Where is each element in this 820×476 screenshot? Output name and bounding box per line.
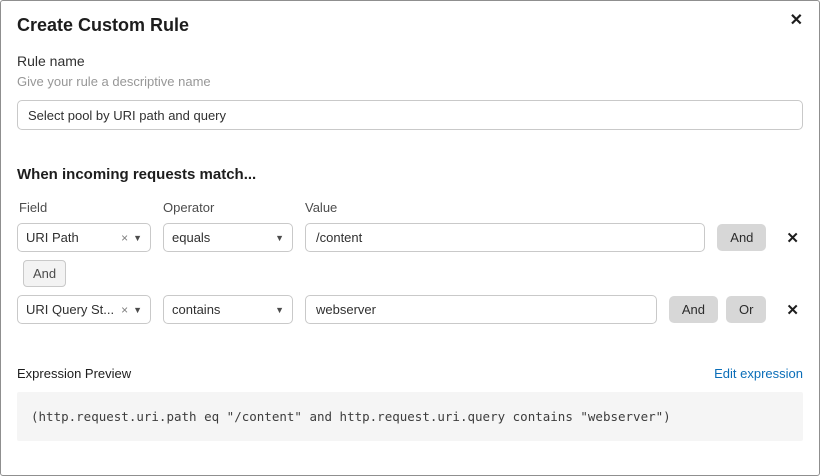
rule-name-hint: Give your rule a descriptive name xyxy=(17,74,211,89)
expression-section: Expression Preview Edit expression (http… xyxy=(17,366,803,441)
column-headers: Field Operator Value xyxy=(17,200,803,215)
operator-select-2[interactable]: contains ▼ xyxy=(163,295,293,324)
expression-preview-code: (http.request.uri.path eq "/content" and… xyxy=(17,392,803,441)
close-icon[interactable]: ✕ xyxy=(786,9,807,33)
match-section: When incoming requests match... Field Op… xyxy=(17,166,803,324)
match-heading: When incoming requests match... xyxy=(17,166,257,183)
clear-icon[interactable]: × xyxy=(121,230,129,245)
field-select-2[interactable]: URI Query St... × ▼ xyxy=(17,295,151,324)
expression-preview-label: Expression Preview xyxy=(17,366,132,381)
rule-row-1: URI Path × ▼ equals ▼ And ✕ xyxy=(17,223,803,252)
rule-name-section: Rule name Give your rule a descriptive n… xyxy=(17,53,803,130)
clear-icon[interactable]: × xyxy=(121,302,129,317)
operator-select-1-value: equals xyxy=(172,230,211,245)
edit-expression-link[interactable]: Edit expression xyxy=(714,366,803,381)
and-connector-badge[interactable]: And xyxy=(23,260,67,287)
field-column-label: Field xyxy=(19,200,48,215)
operator-select-2-value: contains xyxy=(172,302,221,317)
or-button[interactable]: Or xyxy=(725,296,767,323)
expression-header: Expression Preview Edit expression xyxy=(17,366,803,381)
page-title: Create Custom Rule xyxy=(17,15,190,35)
chevron-down-icon: ▼ xyxy=(275,304,284,315)
delete-row-icon[interactable]: ✕ xyxy=(782,227,803,249)
delete-row-icon[interactable]: ✕ xyxy=(782,299,803,321)
row-2-connector-buttons: And Or xyxy=(668,296,767,323)
and-button[interactable]: And xyxy=(717,224,767,251)
field-select-1[interactable]: URI Path × ▼ xyxy=(17,223,151,252)
chevron-down-icon: ▼ xyxy=(133,232,142,243)
value-input-1[interactable] xyxy=(305,223,706,252)
operator-select-1[interactable]: equals ▼ xyxy=(163,223,293,252)
operator-column-label: Operator xyxy=(163,200,215,215)
field-select-1-value: URI Path xyxy=(26,230,79,245)
and-button[interactable]: And xyxy=(668,296,718,323)
rule-row-2: URI Query St... × ▼ contains ▼ And Or ✕ xyxy=(17,295,803,324)
rule-name-label: Rule name xyxy=(17,53,85,69)
chevron-down-icon: ▼ xyxy=(133,304,142,315)
rule-name-input[interactable] xyxy=(17,100,803,130)
value-input-2[interactable] xyxy=(305,295,657,324)
chevron-down-icon: ▼ xyxy=(275,232,284,243)
field-select-2-value: URI Query St... xyxy=(26,302,115,317)
value-column-label: Value xyxy=(305,200,338,215)
row-1-connector-buttons: And xyxy=(717,224,767,251)
